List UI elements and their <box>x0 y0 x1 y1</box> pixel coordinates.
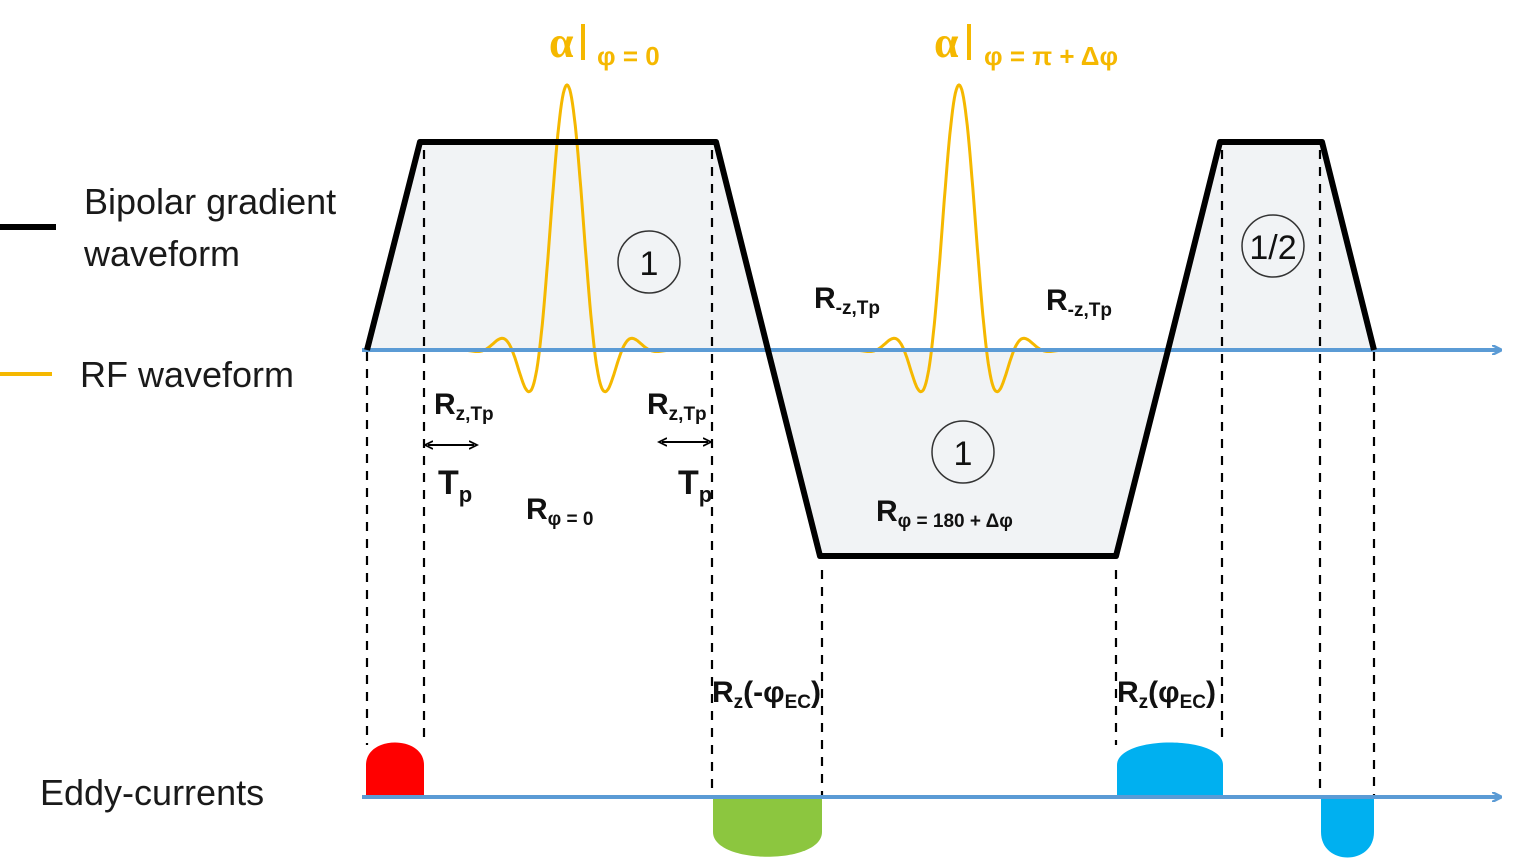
gradient-legend-label-line2: waveform <box>83 233 240 274</box>
label-rz-phi-ec: Rz(φEC) <box>1117 676 1216 713</box>
label-rz-neg-phi-ec: Rz(-φEC) <box>712 676 821 713</box>
eddy-current-green <box>713 797 822 857</box>
rf-pulse-2 <box>849 83 1069 394</box>
lobe-area-half: 1/2 <box>1241 214 1305 278</box>
eddy-current-blue-2 <box>1321 797 1374 858</box>
svg-text:φ = 0: φ = 0 <box>597 41 660 71</box>
label-r-phi-180: Rφ = 180 + Δφ <box>876 495 1013 532</box>
label-r-phi-0: Rφ = 0 <box>526 493 593 530</box>
bipolar-gradient-waveform <box>364 139 1377 559</box>
label-r-neg-z-tp-left: R-z,Tp <box>814 282 880 319</box>
svg-text:α: α <box>549 18 574 67</box>
negative-lobe-fill <box>768 350 1168 556</box>
svg-text:α: α <box>934 18 959 67</box>
label-tp-left: Tp <box>438 464 472 507</box>
svg-text:1/2: 1/2 <box>1249 229 1296 267</box>
lobe-area-2: 1 <box>931 420 995 484</box>
eddy-current-red <box>366 742 424 797</box>
eddy-currents-label: Eddy-currents <box>40 772 264 813</box>
rf-label-1: α φ = 0 <box>549 18 660 71</box>
eddy-current-blue-1 <box>1117 742 1223 797</box>
rf-pulse-1 <box>457 83 677 394</box>
rf-legend-label: RF waveform <box>80 354 294 395</box>
label-r-z-tp-left: Rz,Tp <box>434 388 494 425</box>
positive-lobe-fill <box>367 142 768 350</box>
label-r-z-tp-right: Rz,Tp <box>647 388 707 425</box>
svg-text:φ = π + Δφ: φ = π + Δφ <box>984 41 1118 71</box>
label-tp-right: Tp <box>678 464 712 507</box>
svg-text:1: 1 <box>640 245 659 283</box>
rf-label-2: α φ = π + Δφ <box>934 18 1118 71</box>
half-lobe-fill <box>1168 142 1374 350</box>
gradient-legend-label-line1: Bipolar gradient <box>84 181 336 222</box>
lobe-area-1: 1 <box>617 230 681 294</box>
svg-text:1: 1 <box>954 435 973 473</box>
label-r-neg-z-tp-right: R-z,Tp <box>1046 284 1112 321</box>
